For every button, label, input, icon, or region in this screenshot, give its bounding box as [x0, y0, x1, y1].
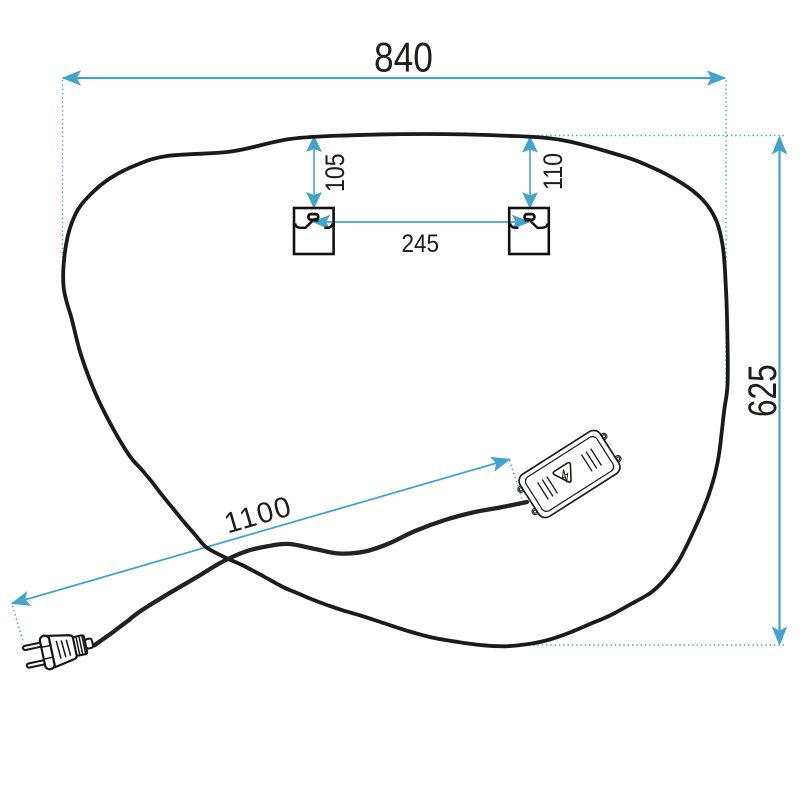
svg-text:110: 110	[539, 153, 569, 190]
svg-text:840: 840	[374, 34, 433, 81]
svg-text:625: 625	[741, 364, 785, 417]
svg-text:105: 105	[321, 153, 351, 192]
svg-text:245: 245	[401, 230, 439, 258]
